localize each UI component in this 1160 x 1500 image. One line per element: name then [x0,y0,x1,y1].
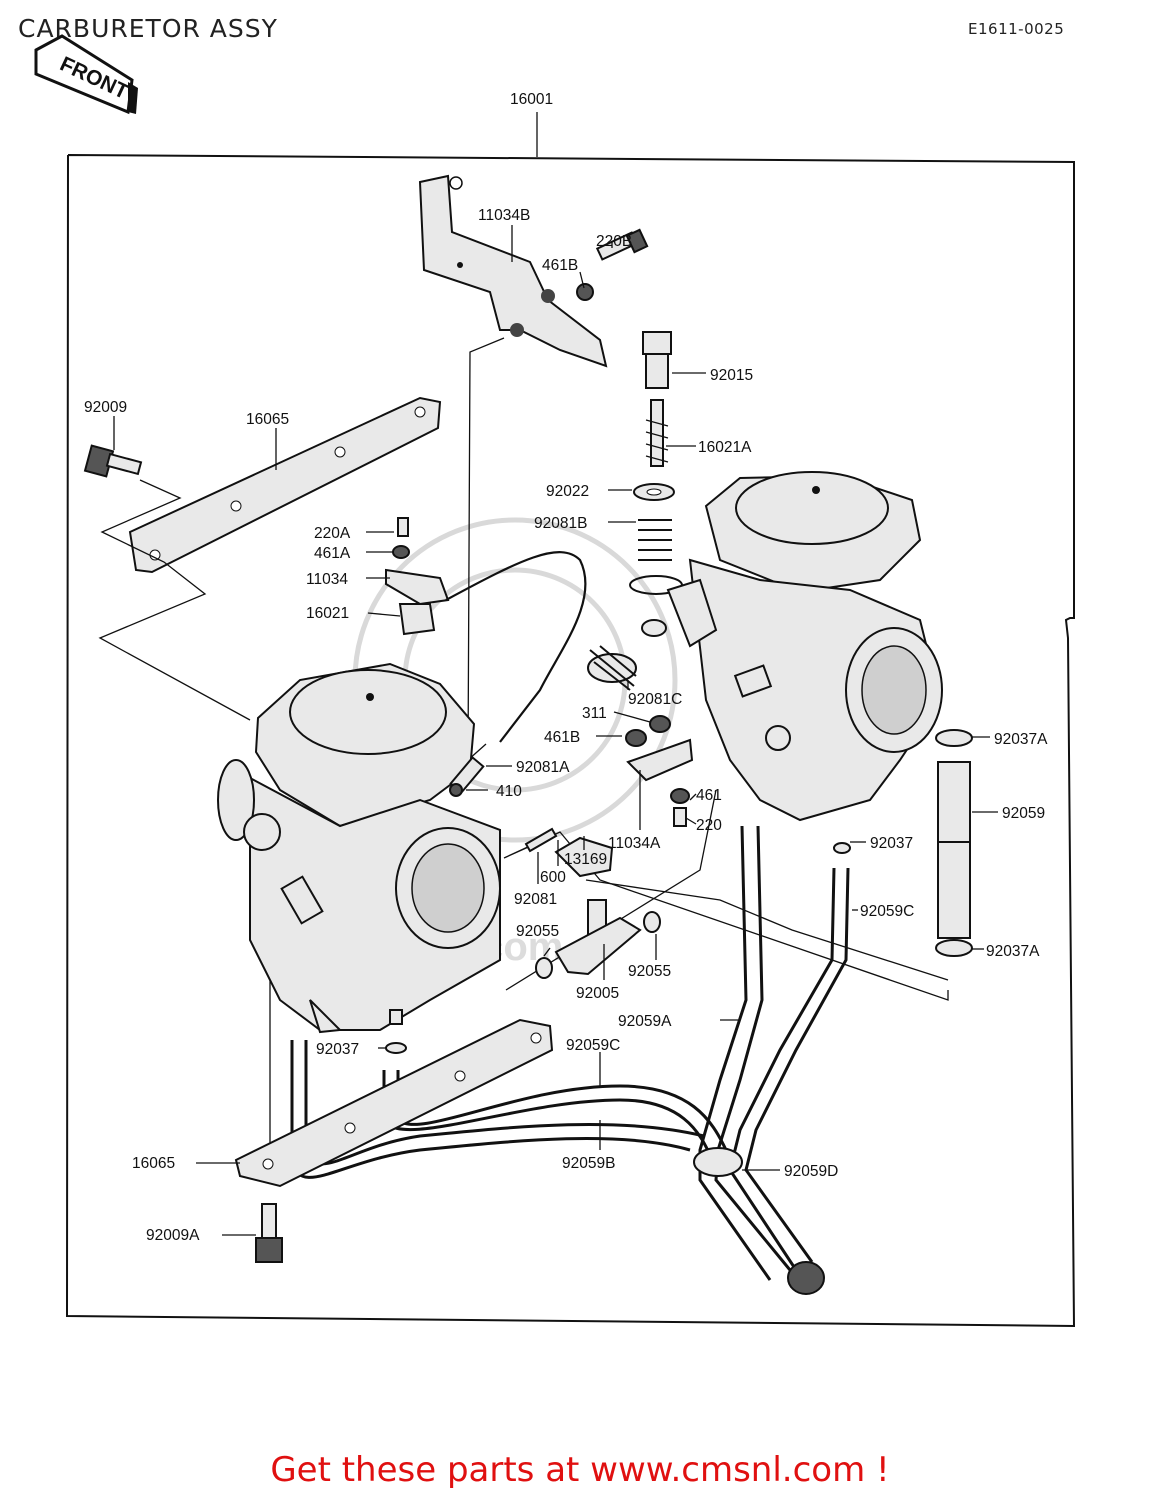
label-92009a: 92009A [146,1227,200,1244]
label-92059a: 92059A [618,1013,672,1030]
label-220a: 220A [314,525,351,542]
label-92015: 92015 [710,367,753,384]
diagram-code: E1611-0025 [968,20,1065,38]
label-600: 600 [540,869,566,886]
label-92037-left: 92037 [316,1041,359,1058]
label-11034a: 11034A [608,835,661,852]
front-arrow-icon: FRONT [34,34,138,115]
label-92059c-mid: 92059C [566,1037,620,1054]
label-11034: 11034 [306,571,348,588]
label-461a: 461A [314,545,351,562]
label-92022: 92022 [546,483,589,500]
label-92081c: 92081C [628,691,682,708]
label-311: 311 [582,705,607,722]
bolt-92009a [255,1203,283,1263]
label-92059d: 92059D [784,1163,838,1180]
label-92081: 92081 [514,891,557,908]
label-11034b: 11034B [478,207,530,224]
linkage-small-parts [385,517,587,743]
label-16021a: 16021A [698,439,752,456]
exploded-parts-diagram: FRONT .com [34,34,1076,1328]
adjuster-stack [629,331,683,637]
left-carburetor [217,662,501,1034]
label-92037-right: 92037 [870,835,913,852]
screw-220b [576,228,649,301]
washer-92037-left [385,1009,407,1054]
vent-hose-right [833,729,973,957]
label-461b-top: 461B [542,257,578,274]
label-92059: 92059 [1002,805,1045,822]
label-16021: 16021 [306,605,349,622]
label-92055-left: 92055 [516,923,559,940]
assembly-frame [65,112,1076,1328]
label-92081a: 92081A [516,759,570,776]
label-92059b: 92059B [562,1155,615,1172]
middle-small-parts [449,645,694,979]
label-220b: 220B [596,233,632,250]
throttle-bracket [418,174,608,368]
label-92005: 92005 [576,985,619,1002]
label-13169: 13169 [564,851,607,868]
leader-lines [113,225,998,1236]
bolt-92009 [83,444,143,478]
part-labels: 16001 11034B 220B 461B 92015 16021A 9202… [84,91,1048,1244]
label-16065-bottom: 16065 [132,1155,175,1172]
right-carburetor [666,471,943,822]
label-16065-top: 16065 [246,411,289,428]
label-92081b: 92081B [534,515,587,532]
label-92037a-bottom: 92037A [986,943,1040,960]
label-92055-right: 92055 [628,963,671,980]
stay-plate-top [128,396,442,574]
label-16001: 16001 [510,91,553,108]
label-92009: 92009 [84,399,127,416]
label-92037a-top: 92037A [994,731,1048,748]
label-461b-mid: 461B [544,729,580,746]
bottom-hoses [290,825,850,1295]
label-92059c-right: 92059C [860,903,914,920]
stay-plate-bottom [234,1018,554,1188]
promo-footer-text: Get these parts at www.cmsnl.com ! [270,1450,890,1490]
label-461: 461 [696,787,722,804]
guide-lines [98,337,949,1150]
label-220: 220 [696,817,722,834]
label-410: 410 [496,783,522,800]
